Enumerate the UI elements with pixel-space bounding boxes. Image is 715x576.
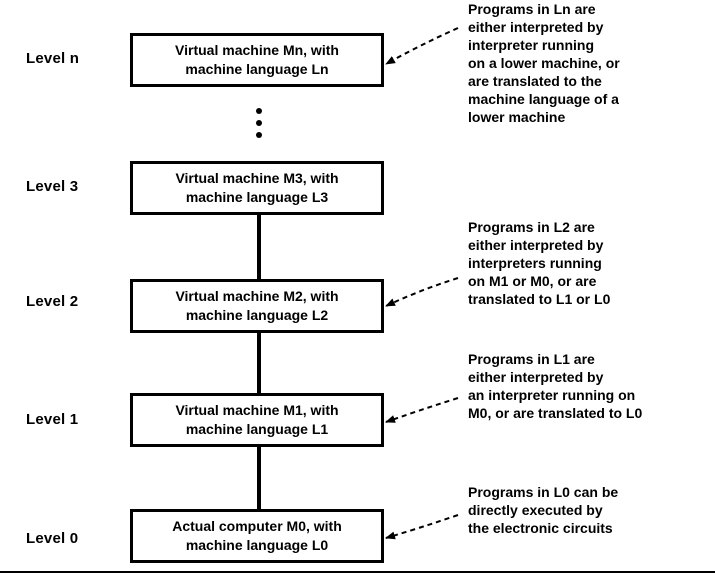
- level-label-3: Level 3: [26, 178, 79, 195]
- note-line: machine language of a: [468, 91, 619, 107]
- ellipsis-dot: [256, 108, 262, 114]
- machine-box-line2: machine language Ln: [185, 61, 329, 77]
- note-line: Programs in L1 are: [468, 351, 595, 367]
- machine-box-m1: Virtual machine M1, with machine languag…: [130, 393, 384, 447]
- bottom-divider: [0, 571, 715, 573]
- arrow-note-l1-to-m1: [385, 397, 459, 423]
- machine-box-m0: Actual computer M0, with machine languag…: [130, 509, 384, 563]
- note-line: on a lower machine, or: [468, 55, 620, 71]
- note-l0: Programs in L0 can be directly executed …: [468, 483, 713, 537]
- level-label-2: Level 2: [26, 293, 79, 310]
- note-line: either interpreted by: [468, 369, 604, 385]
- note-ln: Programs in Ln are either interpreted by…: [468, 0, 713, 126]
- machine-box-line2: machine language L3: [185, 189, 329, 205]
- ellipsis-dot: [256, 120, 262, 126]
- machine-box-line2: machine language L2: [185, 307, 329, 323]
- connector-m3-m2: [257, 215, 261, 279]
- arrow-note-ln-to-mn: [385, 27, 459, 65]
- machine-box-m3: Virtual machine M3, with machine languag…: [130, 161, 384, 215]
- note-line: are translated to the: [468, 73, 602, 89]
- arrow-note-l2-to-m2: [385, 277, 459, 307]
- machine-box-line1: Virtual machine M1, with: [175, 402, 339, 418]
- machine-box-line1: Actual computer M0, with: [172, 518, 342, 534]
- level-label-1: Level 1: [26, 411, 79, 428]
- machine-box-line2: machine language L0: [185, 537, 329, 553]
- machine-box-m2: Virtual machine M2, with machine languag…: [130, 279, 384, 333]
- note-line: Programs in L2 are: [468, 219, 595, 235]
- note-line: M0, or are translated to L0: [468, 405, 643, 421]
- note-line: an interpreter running on: [468, 387, 636, 403]
- note-line: Programs in L0 can be: [468, 484, 619, 500]
- ellipsis-dot: [256, 132, 262, 138]
- note-l1: Programs in L1 are either interpreted by…: [468, 350, 713, 422]
- note-line: Programs in Ln are: [468, 1, 596, 17]
- note-line: either interpreted by: [468, 19, 604, 35]
- note-line: either interpreted by: [468, 237, 604, 253]
- note-line: directly executed by: [468, 502, 603, 518]
- machine-box-line2: machine language L1: [185, 421, 329, 437]
- connector-m1-m0: [257, 447, 261, 509]
- note-line: translated to L1 or L0: [468, 291, 611, 307]
- level-label-n: Level n: [26, 50, 80, 67]
- machine-box-mn: Virtual machine Mn, with machine languag…: [130, 33, 384, 87]
- machine-box-line1: Virtual machine M3, with: [175, 170, 339, 186]
- note-line: the electronic circuits: [468, 520, 613, 536]
- machine-box-line1: Virtual machine Mn, with: [175, 42, 339, 58]
- machine-box-line1: Virtual machine M2, with: [175, 288, 339, 304]
- arrow-note-l0-to-m0: [385, 514, 459, 540]
- note-line: lower machine: [468, 109, 566, 125]
- note-line: on M1 or M0, or are: [468, 273, 597, 289]
- note-line: interpreters running: [468, 255, 602, 271]
- note-line: interpreter running: [468, 37, 595, 53]
- level-label-0: Level 0: [26, 530, 79, 547]
- note-l2: Programs in L2 are either interpreted by…: [468, 218, 713, 308]
- connector-m2-m1: [257, 333, 261, 393]
